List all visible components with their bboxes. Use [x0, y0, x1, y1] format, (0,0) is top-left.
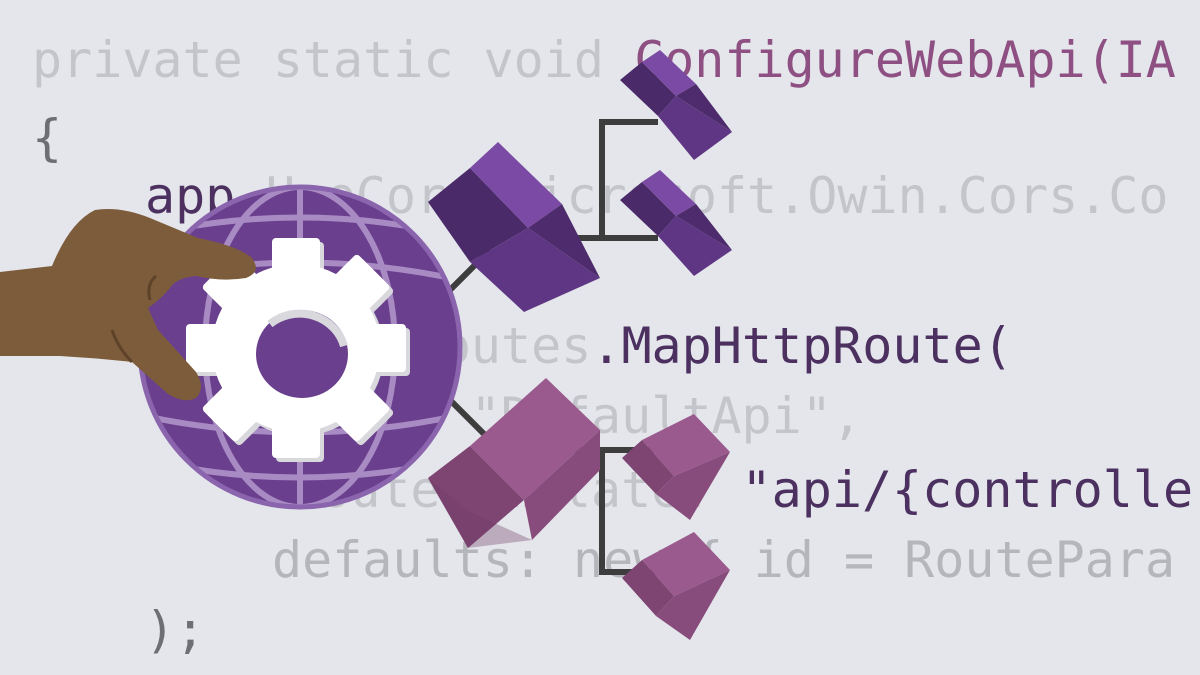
code-api-string: "api/{controlle [741, 461, 1194, 519]
block-icon [622, 414, 730, 520]
code-line-1: private static void ConfigureWebApi(IA [32, 30, 1176, 90]
block-icon [622, 532, 730, 640]
code-open-brace: { [32, 109, 63, 167]
block-icon [428, 142, 600, 312]
hand-icon [0, 209, 256, 401]
code-maphttproute: .MapHttpRoute( [591, 317, 1013, 375]
block-icon [620, 170, 732, 276]
code-line-2: { [32, 108, 62, 168]
block-icon [620, 50, 732, 160]
code-method-name: ConfigureWebApi(IA [634, 31, 1176, 89]
block-icon [428, 378, 600, 548]
code-close-paren: ); [145, 601, 206, 659]
code-keywords: private static void [32, 31, 635, 89]
code-line-8: ); [145, 600, 205, 660]
